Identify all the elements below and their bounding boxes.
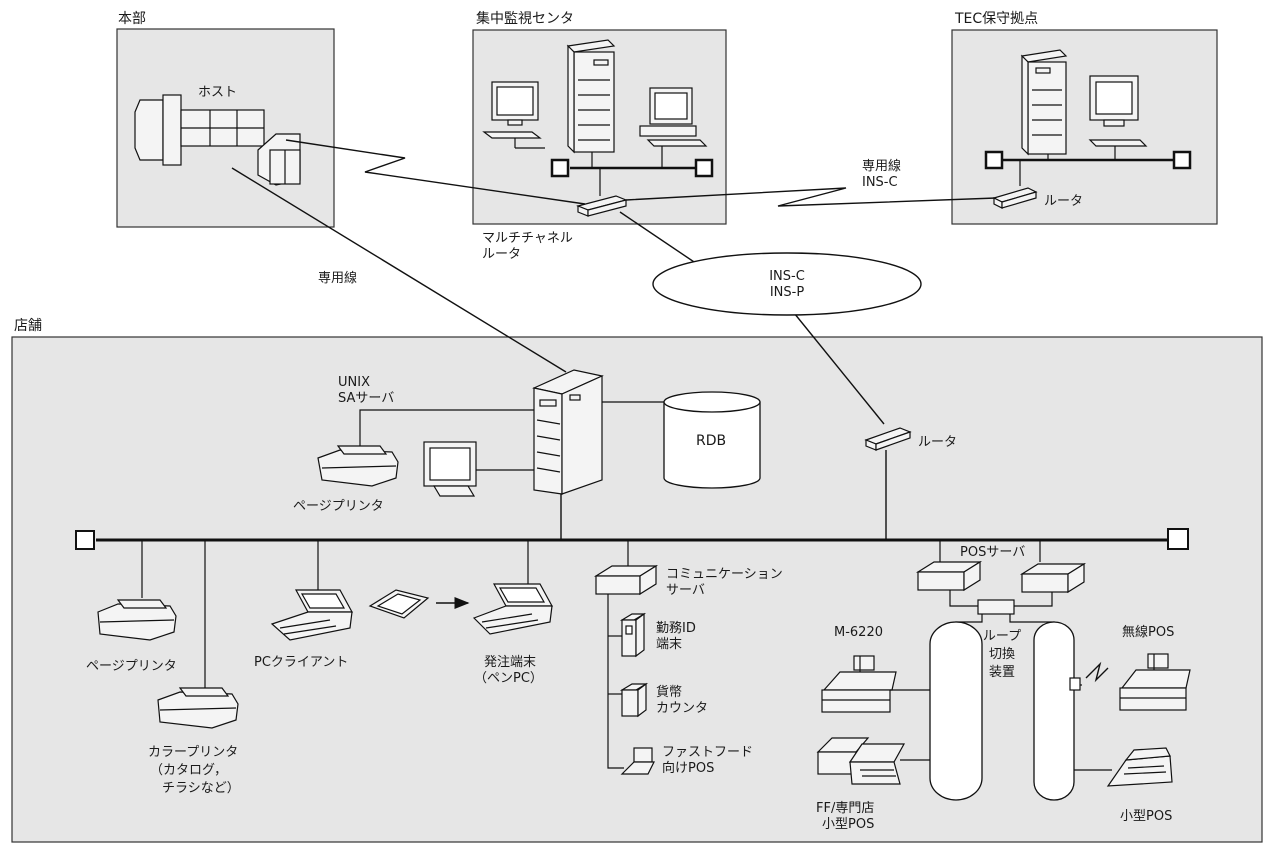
loop-switch-label-2: 切換 xyxy=(972,646,1032,664)
loop-switch-label-3: 装置 xyxy=(972,664,1032,682)
order-terminal-label-2: （ペンPC） xyxy=(474,670,543,688)
page-printer-top-label: ページプリンタ xyxy=(293,498,384,516)
small-pos-label: 小型POS xyxy=(1120,808,1172,826)
kahei-label-2: カウンタ xyxy=(656,700,708,718)
comm-server xyxy=(596,566,656,594)
money-counter xyxy=(622,684,646,716)
site-label-honbu: 本部 xyxy=(118,10,146,28)
ins-c-label-top: INS-C xyxy=(862,174,898,192)
center-server xyxy=(568,40,614,152)
ffshop-pos-label-2: 小型POS xyxy=(822,816,874,834)
color-printer-label-1: カラープリンタ xyxy=(148,744,238,762)
color-printer-label-3: チラシなど） xyxy=(162,780,240,798)
m6220-label: M-6220 xyxy=(834,624,883,642)
loop-switch-box xyxy=(978,600,1014,614)
host-label: ホスト xyxy=(198,84,237,102)
leased-line-label-left: 専用線 xyxy=(318,270,357,288)
cloud-label-2: INS-P xyxy=(747,284,827,302)
pc-client-label: PCクライアント xyxy=(254,654,348,672)
tec-server xyxy=(1022,50,1066,154)
color-printer-label-2: （カタログ， xyxy=(150,762,227,780)
site-label-center: 集中監視センタ xyxy=(476,10,574,28)
fastfood-pos-label-2: 向けPOS xyxy=(662,760,714,778)
wireless-pos-label: 無線POS xyxy=(1122,624,1174,642)
tec-box xyxy=(952,30,1217,224)
kinmu-label-2: 端末 xyxy=(656,636,682,654)
multichannel-label-2: ルータ xyxy=(482,246,521,264)
page-printer-left-label: ページプリンタ xyxy=(86,658,177,676)
pos-server-label: POSサーバ xyxy=(960,544,1025,562)
kinmu-terminal xyxy=(622,614,644,656)
loop-switch-label-1: ループ xyxy=(972,628,1032,646)
pos-server-left xyxy=(918,562,980,590)
store-server xyxy=(534,370,602,494)
rdb-label: RDB xyxy=(696,432,726,450)
store-router-label: ルータ xyxy=(918,434,957,452)
site-label-store: 店舗 xyxy=(14,317,42,335)
comm-server-label-2: サーバ xyxy=(666,582,705,600)
tec-router-label: ルータ xyxy=(1044,193,1083,211)
site-label-tec: TEC保守拠点 xyxy=(955,10,1038,28)
unix-label-2: SAサーバ xyxy=(338,390,394,408)
pos-server-right xyxy=(1022,564,1084,592)
